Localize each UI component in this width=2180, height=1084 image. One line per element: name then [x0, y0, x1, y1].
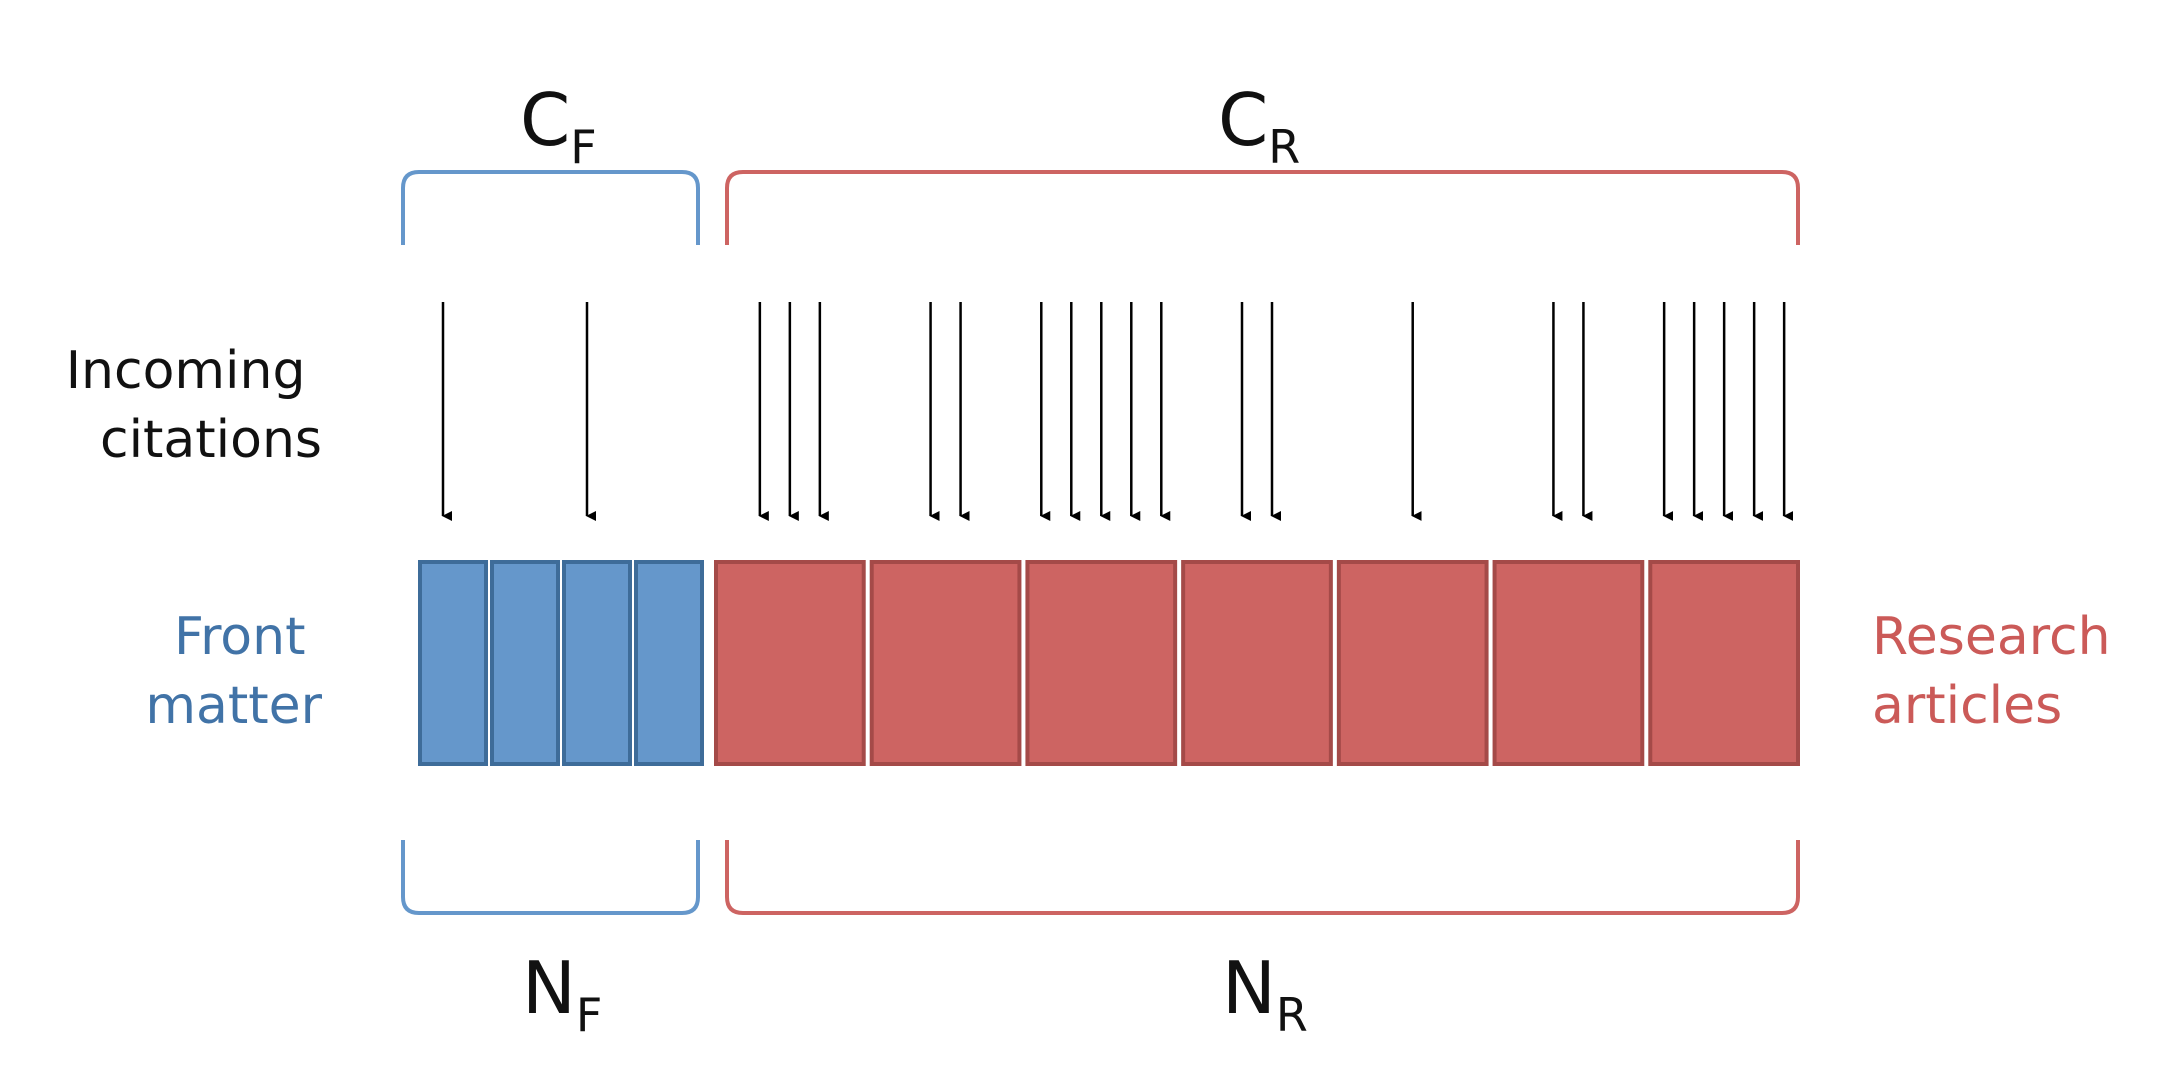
research-line1: Research	[1872, 607, 2111, 667]
n-front-main: N	[522, 946, 576, 1030]
n-research-label: NR	[1222, 946, 1308, 1042]
front-bottom-brace	[401, 840, 700, 915]
research-article-block	[1181, 560, 1333, 766]
c-research-sub: R	[1268, 120, 1300, 174]
research-article-block	[714, 560, 866, 766]
c-front-sub: F	[570, 120, 596, 174]
front-top-brace	[401, 170, 700, 245]
incoming-citations-label: Incoming citations	[66, 341, 322, 470]
front-matter-block	[634, 560, 704, 766]
front-matter-block	[490, 560, 560, 766]
c-front-label: CF	[520, 78, 597, 174]
incoming-line2: citations	[100, 410, 322, 470]
n-research-main: N	[1222, 946, 1276, 1030]
research-article-block	[1492, 560, 1645, 766]
research-articles-label: Research articles	[1872, 607, 2127, 736]
citation-arrows	[441, 302, 1794, 521]
research-line2: articles	[1872, 676, 2062, 736]
front-matter-block	[418, 560, 488, 766]
research-article-block	[1336, 560, 1489, 766]
c-research-label: CR	[1218, 78, 1300, 174]
incoming-line1: Incoming	[66, 341, 306, 401]
front-line1: Front	[174, 607, 306, 667]
research-article-block	[1025, 560, 1178, 766]
front-matter-block	[562, 560, 632, 766]
item-blocks	[418, 560, 1801, 766]
n-research-sub: R	[1276, 988, 1308, 1042]
front-line2: matter	[145, 676, 322, 736]
research-article-block	[1648, 560, 1801, 766]
n-front-label: NF	[522, 946, 602, 1042]
research-bottom-brace	[725, 840, 1800, 915]
c-front-main: C	[520, 78, 570, 162]
front-matter-label: Front matter	[145, 607, 322, 736]
c-research-main: C	[1218, 78, 1268, 162]
research-top-brace	[725, 170, 1800, 245]
research-article-block	[869, 560, 1022, 766]
n-front-sub: F	[576, 988, 602, 1042]
